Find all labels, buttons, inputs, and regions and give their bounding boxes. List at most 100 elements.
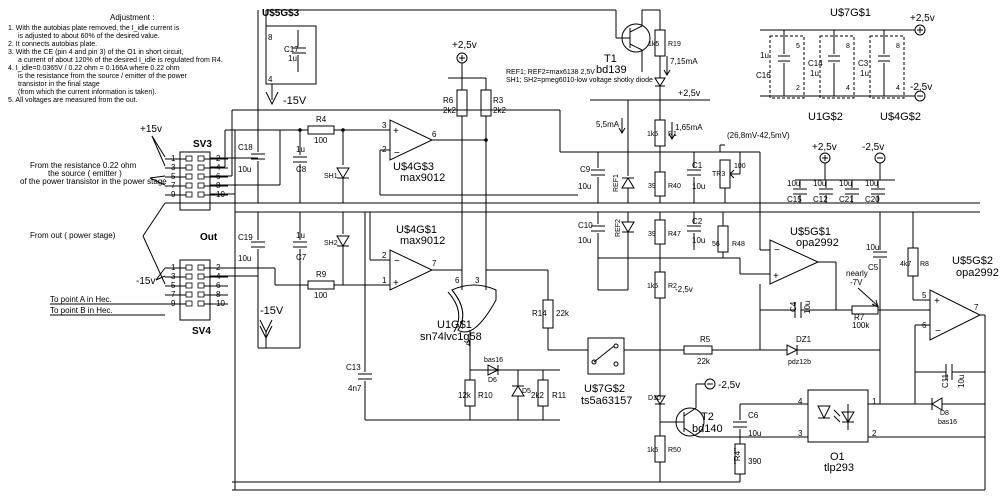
r4 — [307, 125, 335, 135]
r1-value: 1k5 — [647, 131, 658, 138]
u4g3-pin3: 3 — [382, 121, 387, 130]
note-3b: a current of about 120% of the desired I… — [18, 57, 223, 64]
r9-value: 100 — [314, 291, 328, 300]
u7-pin-bottom: 4 — [896, 85, 900, 92]
sv4-header — [179, 259, 211, 321]
c7-value: 1u — [296, 231, 305, 240]
sv4-pin-right — [197, 291, 205, 298]
c21-value: 10u — [839, 179, 852, 188]
sv4-pin-right — [197, 264, 205, 271]
u7-pin-top: 8 — [846, 43, 850, 50]
c12-label: C12 — [813, 195, 828, 204]
u7-pin-top: 8 — [896, 43, 900, 50]
note-4b: is the resistance from the source / emit… — [18, 73, 188, 80]
u7-pin-bottom: 2 — [796, 85, 800, 92]
u7-chip-block — [819, 35, 855, 99]
input-m15: -15v — [136, 276, 155, 287]
c7-label: C7 — [296, 253, 307, 262]
u5g1-part: opa2992 — [796, 237, 839, 249]
m15-low-label: -15V — [260, 305, 284, 317]
u7-chip-block — [869, 35, 905, 99]
o1-pin1: 1 — [872, 397, 877, 406]
sv3-pin-right — [197, 173, 205, 180]
d8-label: D8 — [940, 410, 949, 417]
c11-value: 10u — [957, 375, 966, 388]
c2-label: C2 — [692, 217, 703, 226]
c15-label: C15 — [787, 195, 802, 204]
range-label: (26,8mV-42,5mV) — [727, 131, 790, 140]
c16-label: C16 — [756, 71, 771, 80]
sv4-pin-right — [197, 300, 205, 307]
c6-label: C6 — [748, 411, 759, 420]
u5g2-part: opa2992 — [956, 267, 999, 279]
u4g3-label: U$4G$3 — [393, 161, 434, 173]
p25-mid-label: +2,5v — [452, 40, 477, 51]
r47-value: 39 — [648, 231, 656, 238]
sv3-header — [179, 151, 211, 211]
input-out: From out ( power stage) — [30, 231, 116, 240]
c9-label: C9 — [580, 165, 591, 174]
u4g1-pin7: 7 — [432, 259, 437, 268]
sv3-pin-left — [185, 191, 193, 198]
u7-chip-block — [769, 35, 805, 99]
r14-label: R14 — [532, 309, 547, 318]
r10-label: R10 — [478, 391, 493, 400]
dz1-value: pdz12b — [788, 359, 811, 366]
c19-label: C19 — [238, 233, 253, 242]
r48-value: 56 — [712, 241, 720, 248]
r2-value: 1k5 — [647, 283, 658, 290]
o1-optocoupler — [807, 389, 869, 443]
t1-label: T1 — [604, 53, 617, 65]
r3-label: R3 — [493, 96, 504, 105]
sv4-pin-left — [185, 300, 193, 307]
r4-value: 100 — [314, 136, 328, 145]
t2-label: T2 — [701, 411, 714, 423]
m7v-label: -7V — [850, 278, 863, 287]
u7g2-switch — [587, 337, 625, 375]
svg-text:−: − — [394, 148, 400, 159]
u4g1-label: U$4G$1 — [396, 224, 437, 236]
m25-caps-label: -2,5v — [862, 142, 884, 153]
c1-label: C1 — [692, 161, 703, 170]
r5 — [683, 345, 713, 355]
r2-label: R2 — [668, 283, 677, 290]
o1-part: tlp293 — [824, 462, 854, 474]
c17-value: 1u — [288, 54, 297, 63]
c20-label: C20 — [865, 195, 880, 204]
r9 — [307, 280, 335, 290]
c10-value: 10u — [578, 236, 591, 245]
c21-label: C21 — [839, 195, 854, 204]
c6-value: 10u — [748, 429, 761, 438]
tr3-value: 100 — [734, 163, 746, 170]
c13-label: C13 — [346, 363, 361, 372]
r24-value: 390 — [748, 457, 762, 466]
input-src2: the source ( emitter ) — [48, 169, 122, 178]
u5g3-box — [265, 25, 317, 85]
i715-label: 7,15mA — [670, 57, 698, 66]
c18-label: C18 — [238, 143, 253, 152]
sv4-pin-left — [185, 282, 193, 289]
sv4-label: SV4 — [192, 326, 211, 337]
u4g3-part: max9012 — [400, 172, 445, 184]
sv3-label: SV3 — [193, 139, 212, 150]
tr3-label: TR3 — [712, 171, 725, 178]
svg-text:+: + — [773, 271, 779, 282]
r11-value: 2k2 — [531, 391, 544, 400]
sv4-pin-left — [185, 264, 193, 271]
o1-pin4: 4 — [798, 397, 803, 406]
input-src3: of the power transistor in the power sta… — [20, 177, 167, 186]
sv3-pin-left — [185, 173, 193, 180]
r6 — [456, 89, 468, 117]
sv3-pin-right — [197, 191, 205, 198]
r19-label: R19 — [668, 41, 681, 48]
r47 — [654, 219, 666, 245]
u4g3-opamp — [389, 119, 434, 161]
o1-label: O1 — [830, 451, 845, 463]
c8-value: 1u — [296, 145, 305, 154]
r9-label: R9 — [316, 270, 327, 279]
u5g3-label: U$5G$3 — [262, 8, 300, 19]
sv4-pin-right — [197, 282, 205, 289]
input-src1: From the resistance 0.22 ohm — [30, 161, 137, 170]
